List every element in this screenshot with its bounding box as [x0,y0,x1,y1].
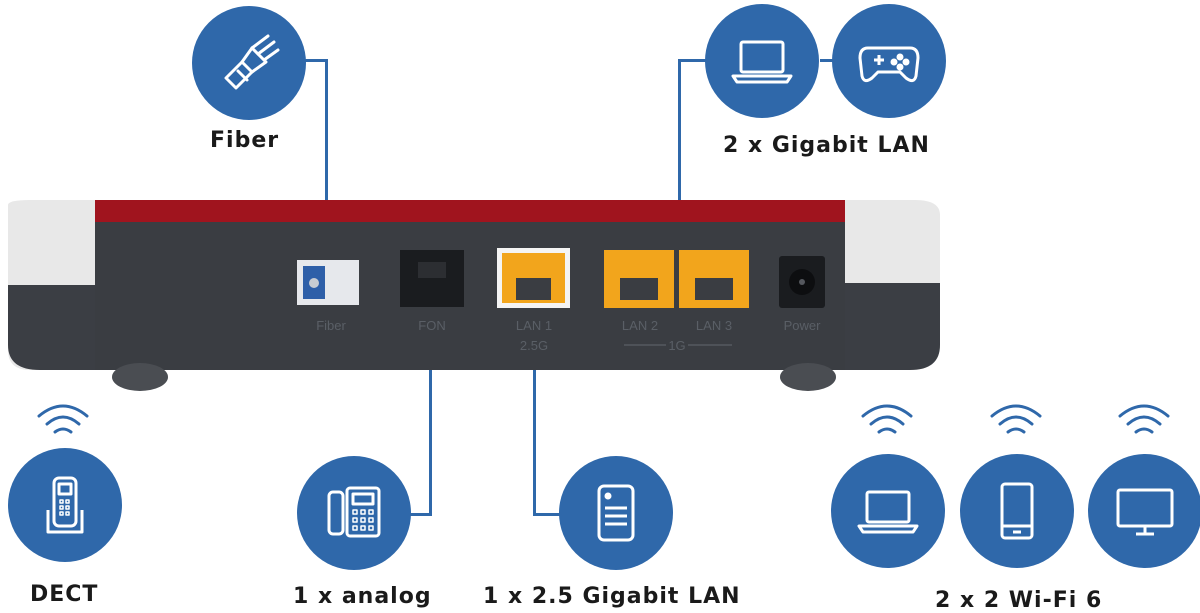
lan25-label: 1 x 2.5 Gigabit LAN [483,584,741,609]
gigabit-lan-label: 2 x Gigabit LAN [723,133,930,158]
port-label-lan2: LAN 2 [622,318,658,333]
analog-connector-stub [410,513,432,516]
wifi-icon [990,404,1042,434]
wifi-icon [1118,404,1170,434]
monitor-icon [1116,488,1174,536]
analog-feature-circle [297,456,411,570]
lan3-port-slot [695,278,733,300]
gamepad-icon [858,46,920,83]
dect-feature-circle [8,448,122,562]
right-foot [780,363,836,391]
port-label-fiber: Fiber [316,318,346,333]
dect-phone-icon [46,476,84,534]
wifi-label: 2 x 2 Wi-Fi 6 [935,588,1103,613]
laptop-feature-circle [705,4,819,118]
analog-phone-icon [327,486,381,538]
analog-label: 1 x analog [293,584,432,609]
wifi-icon [37,404,89,434]
wifi-monitor-circle [1088,454,1200,568]
router-back-panel: Fiber FON LAN 1 2.5G LAN 2 LAN 3 1G Powe… [8,200,940,391]
port-label-power: Power [784,318,822,333]
lan25-feature-circle [559,456,673,570]
red-top-stripe [95,200,845,225]
fiber-connector-stub [292,59,328,62]
flashlight-fiber-icon [224,34,280,90]
lan-connector-stub [678,59,716,62]
port-label-lan3: LAN 3 [696,318,732,333]
port-label-lan1: LAN 1 [516,318,552,333]
fon-port [400,250,464,307]
lan25-connector-stub [533,513,563,516]
analog-connector-line [429,365,432,515]
wifi-smartphone-circle [960,454,1074,568]
right-end-cap-base [835,283,940,370]
laptop-icon [857,490,919,534]
lan1-port-slot [516,278,551,300]
lan25-connector-line [533,365,536,515]
wifi-icon [861,404,913,434]
dect-label: DECT [30,582,99,607]
port-label-lan1-speed: 2.5G [520,338,548,353]
left-foot [112,363,168,391]
fiber-connector-line [325,60,328,200]
wifi-laptop-circle [831,454,945,568]
fiber-port-core [309,278,319,288]
gamepad-feature-circle [832,4,946,118]
port-label-1g: 1G [668,338,685,353]
laptop-gamepad-link [820,59,840,62]
fiber-label: Fiber [210,128,280,153]
fon-port-contacts [418,262,446,278]
left-end-cap-base [8,285,105,370]
fiber-feature-circle [192,6,306,120]
power-port-pin [799,279,805,285]
port-label-fon: FON [418,318,445,333]
nas-icon [597,484,635,542]
smartphone-icon [1000,482,1034,540]
lan-connector-line [678,60,681,200]
laptop-icon [731,40,793,84]
lan2-port-slot [620,278,658,300]
